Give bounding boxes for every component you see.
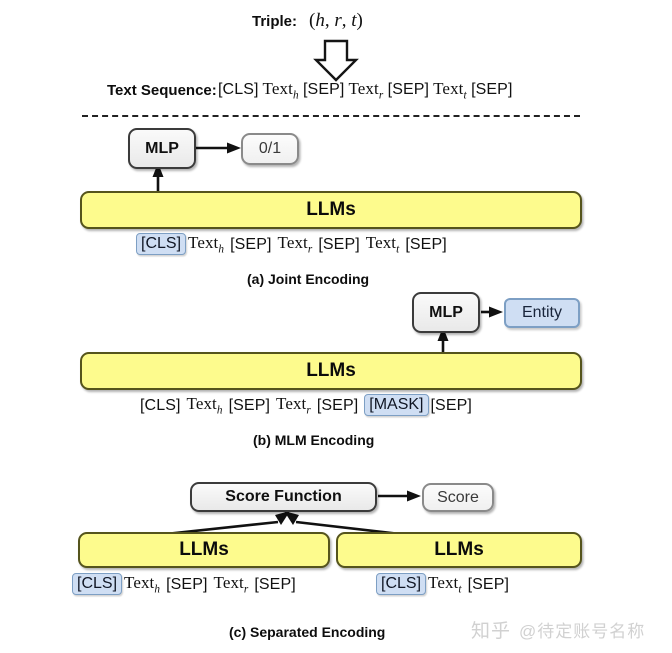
token-sep-1-c-right: [SEP] — [467, 576, 510, 594]
mlp-box-b[interactable]: MLP — [412, 292, 480, 333]
llms-box-b[interactable]: LLMs — [80, 352, 582, 390]
triple-value: (h, r, t) — [309, 10, 363, 31]
token-text-h-c: Texth — [124, 573, 161, 596]
arrow-mlp-to-output-b — [481, 306, 503, 318]
dashed-divider — [82, 115, 580, 117]
score-function-box[interactable]: Score Function — [190, 482, 377, 512]
token-sep-2: [SEP] — [318, 236, 360, 254]
token-text-r-b: Textr — [276, 394, 311, 417]
token-sep-2-b: [SEP] — [316, 397, 359, 415]
token-sep-3: [SEP] — [405, 236, 447, 254]
token-cls-highlight: [CLS] — [136, 233, 187, 256]
llms-box-c-left[interactable]: LLMs — [78, 532, 330, 568]
llms-box-a[interactable]: LLMs — [80, 191, 582, 229]
mlp-box-a[interactable]: MLP — [128, 128, 196, 169]
token-mask-highlight: [MASK] — [364, 394, 429, 417]
input-tokens-b: [CLS] Texth [SEP] Textr [SEP] [MASK] [SE… — [140, 394, 472, 416]
arrow-scorefn-to-score — [378, 490, 421, 502]
token-text-h: Texth — [188, 233, 225, 256]
token-text-h-b: Texth — [186, 394, 223, 417]
input-tokens-c-right: [CLS] Textt [SEP] — [376, 573, 509, 595]
watermark-handle: @待定账号名称 — [519, 622, 646, 641]
token-sep-2-c-left: [SEP] — [254, 576, 296, 594]
token-text-r: Textr — [277, 233, 313, 256]
token-cls-highlight-c-left: [CLS] — [72, 573, 123, 596]
watermark-logo: 知乎 — [471, 621, 512, 642]
token-sep-1-c-left: [SEP] — [166, 576, 208, 594]
token-text-r-c: Textr — [213, 573, 249, 596]
token-text-t: Textt — [365, 233, 400, 256]
watermark: 知乎 @待定账号名称 — [471, 616, 645, 643]
output-box-a[interactable]: 0/1 — [241, 133, 299, 165]
token-sep-1-b: [SEP] — [228, 397, 271, 415]
token-sep-1: [SEP] — [230, 236, 272, 254]
llms-box-c-right[interactable]: LLMs — [336, 532, 582, 568]
text-sequence-tokens: [CLS] Texth [SEP] Textr [SEP] Textt [SEP… — [218, 79, 513, 102]
token-text-t-c: Textt — [428, 573, 462, 596]
caption-a: (a) Joint Encoding — [247, 271, 370, 287]
arrow-mlp-to-output-a — [196, 142, 241, 154]
text-sequence-label: Text Sequence: — [107, 82, 217, 99]
triple-label: Triple: — [252, 13, 298, 30]
input-tokens-a: [CLS] Texth [SEP] Textr [SEP] Textt [SEP… — [136, 233, 447, 255]
output-box-b[interactable]: Entity — [504, 298, 580, 328]
input-tokens-c-left: [CLS] Texth [SEP] Textr [SEP] — [72, 573, 296, 595]
token-cls-b: [CLS] — [140, 397, 181, 415]
caption-b: (b) MLM Encoding — [253, 432, 375, 448]
score-output-box[interactable]: Score — [422, 483, 494, 512]
down-block-arrow-icon — [313, 39, 359, 82]
token-sep-3-b: [SEP] — [430, 397, 472, 415]
caption-c: (c) Separated Encoding — [229, 624, 386, 640]
token-cls-highlight-c-right: [CLS] — [376, 573, 427, 596]
